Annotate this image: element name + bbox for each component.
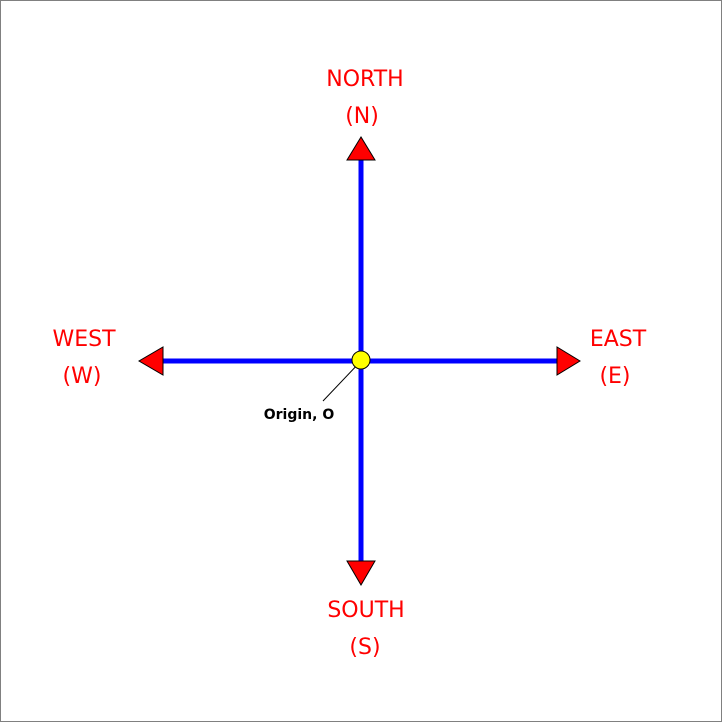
south-label: SOUTH	[327, 598, 404, 623]
origin-label: Origin, O	[264, 407, 335, 423]
west-arrowhead	[138, 346, 164, 376]
north-abbr: (N)	[345, 104, 379, 129]
north-arrowhead	[346, 136, 376, 161]
south-arrowhead	[346, 560, 376, 586]
east-abbr: (E)	[599, 364, 630, 389]
south-abbr: (S)	[349, 635, 380, 660]
west-label: WEST	[52, 327, 116, 352]
origin-leader-line	[322, 360, 362, 402]
east-arrowhead	[556, 346, 581, 376]
west-abbr: (W)	[63, 364, 102, 389]
origin-point	[351, 350, 371, 370]
east-label: EAST	[590, 327, 647, 352]
north-label: NORTH	[326, 67, 403, 92]
